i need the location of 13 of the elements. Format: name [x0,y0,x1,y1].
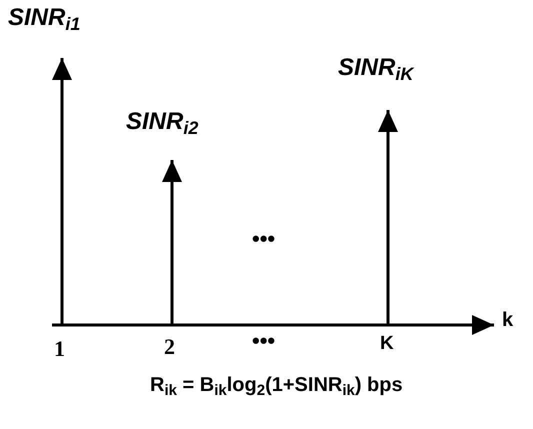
tick-label: 1 [54,338,65,360]
arrow [378,110,398,324]
arrow [52,58,72,324]
signal-label: SINR$_{iK}$ [338,53,416,84]
tick-label: ••• [252,228,276,250]
tick-label: ••• [252,330,276,352]
formula-caption: R$_{ik}$ = B$_{ik}$log$_{2}$(1+SINR$_{ik}$) bps [150,373,403,400]
tick-label: K [380,334,394,353]
signal-label: SINR$_{i2}$ [126,107,200,138]
axis-label: k [502,310,514,330]
arrow [162,160,182,324]
signal-label: SINR$_{i1}$ [8,3,82,34]
tick-label: 2 [164,336,175,358]
